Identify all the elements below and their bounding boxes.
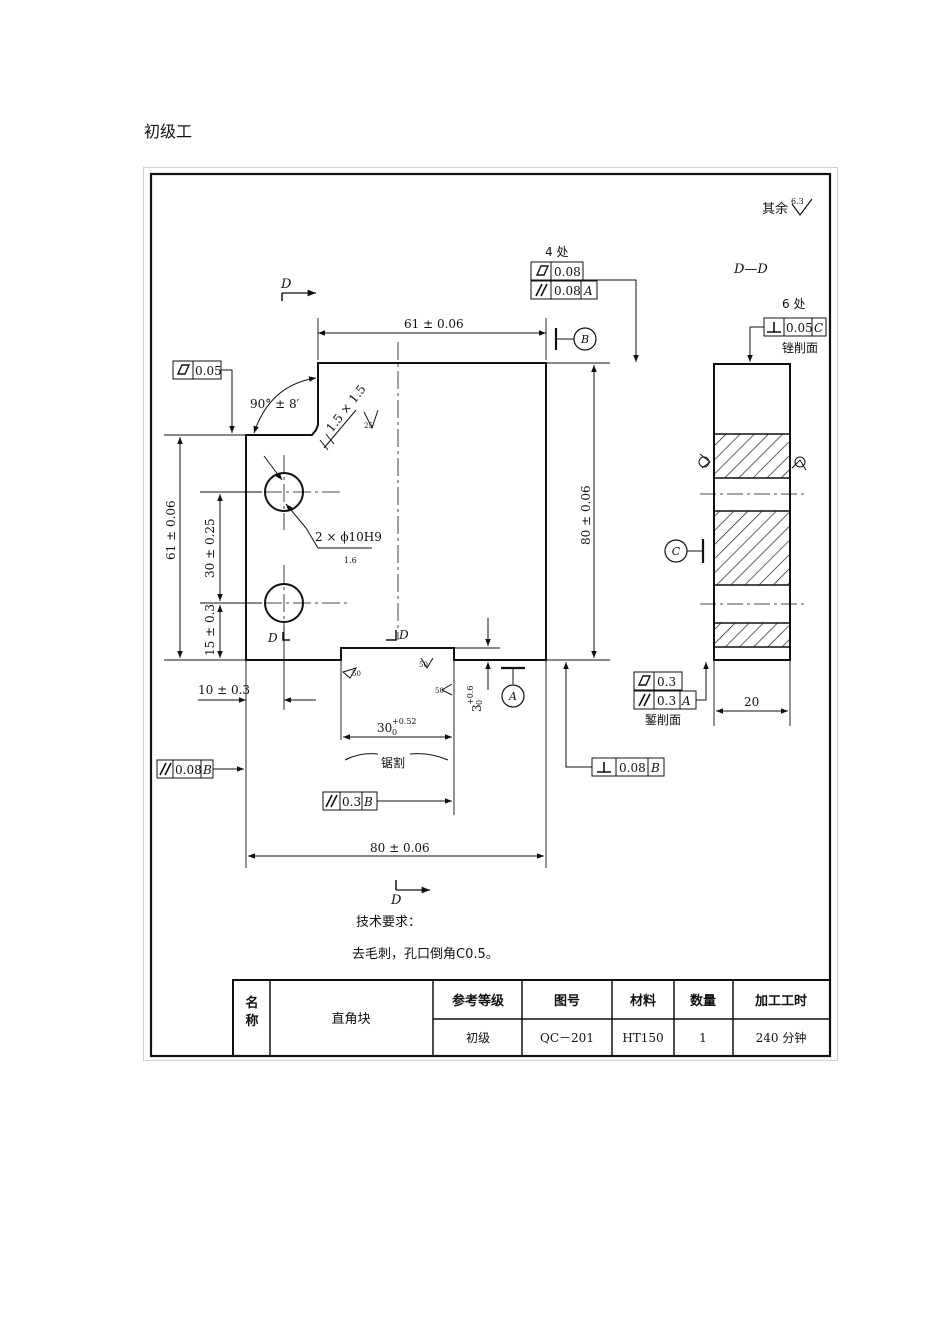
svg-text:0.05: 0.05 [786, 321, 813, 335]
parallelism-icon [535, 283, 548, 297]
fcf-parallel-left: 0.08 B [156, 759, 244, 779]
svg-text:C: C [672, 545, 681, 558]
svg-text:6.3: 6.3 [791, 197, 804, 206]
saw-note: 锯割 [381, 755, 405, 770]
dim-section-width: 20 [744, 695, 759, 709]
svg-text:0.3: 0.3 [657, 675, 676, 689]
surface-roughness-general: 其余 6.3 [762, 197, 813, 217]
dim-holes: 2 × ϕ10H9 [315, 530, 382, 544]
fcf-flat-left: 0.05 [172, 360, 235, 433]
datum-a: A [501, 666, 525, 708]
fcf-top: 4 处 0.08 0.08 A [530, 245, 639, 362]
dim-slot-width: 30 [377, 721, 392, 735]
dim-hole-spacing: 30 ± 0.25 [203, 518, 217, 578]
dim-chamfer: 1.5 × 1.5 [323, 382, 368, 435]
roughness-marks [341, 409, 453, 696]
dim-hole-rough: 1.6 [344, 556, 357, 565]
section-title: D—D [733, 262, 768, 277]
fcf-parallel-slot: 0.3 B [322, 791, 452, 811]
svg-text:B: B [202, 763, 212, 777]
title-value-drawing-no: QC－201 [540, 1031, 594, 1045]
datum-b: B [554, 327, 597, 351]
dim-hole-left: 10 ± 0.3 [198, 683, 250, 697]
page-heading: 初级工 [144, 122, 193, 141]
dim-hole-bottom: 15 ± 0.3 [203, 604, 217, 656]
title-header-drawing-no: 图号 [554, 994, 580, 1009]
svg-text:0.08: 0.08 [619, 761, 646, 775]
section-marker-bottom: D [390, 880, 430, 908]
dim-slot-width-tol: +0.52 [392, 717, 417, 726]
requirements-text: 去毛刺，孔口倒角C0.5。 [352, 947, 499, 962]
requirements-title: 技术要求： [356, 915, 421, 930]
svg-text:0.3: 0.3 [657, 694, 676, 708]
svg-text:B: B [363, 795, 373, 809]
svg-text:0.05: 0.05 [195, 364, 222, 378]
dim-bottom-width: 80 ± 0.06 [370, 841, 430, 855]
datum-c: C [664, 539, 705, 563]
dim-slot-depth-tol-low: 0 [475, 700, 484, 705]
title-block [232, 979, 831, 1057]
title-header-level: 参考等级 [452, 993, 505, 1009]
title-value-time: 240 分钟 [756, 1030, 807, 1045]
svg-text:A: A [681, 694, 691, 708]
roughness-chamfer: 25 [364, 422, 373, 430]
drawing-sheet-frame [143, 167, 838, 1061]
title-header-qty: 数量 [690, 993, 716, 1009]
svg-text:4 处: 4 处 [545, 245, 568, 259]
section-label-d-slot: D [398, 628, 409, 642]
dim-slot-depth-tol: +0.6 [466, 686, 475, 705]
svg-text:A: A [508, 690, 517, 703]
svg-text:B: B [580, 333, 589, 346]
svg-text:6 处: 6 处 [782, 297, 805, 311]
title-value-qty: 1 [699, 1031, 707, 1045]
dim-slot-width-tol-low: 0 [392, 728, 397, 737]
roughness-slot-left: 50 [352, 670, 361, 678]
title-header-material: 材料 [630, 993, 656, 1009]
svg-text:其余: 其余 [762, 201, 788, 217]
roughness-slot-right: 50 [435, 687, 444, 695]
drawing-frame [149, 172, 832, 1058]
svg-text:錾削面: 錾削面 [645, 712, 681, 727]
svg-text:D: D [280, 277, 292, 292]
title-name-label: 名称 [245, 995, 258, 1029]
perpendicularity-icon [597, 762, 611, 773]
fcf-perp-right: 0.08 B [563, 662, 665, 777]
svg-text:0.08: 0.08 [554, 284, 581, 298]
svg-text:0.08: 0.08 [175, 763, 202, 777]
title-value-level: 初级 [466, 1031, 490, 1045]
hole-lower [264, 583, 304, 623]
fcf-perp-section: 6 处 0.05 C 锉削面 [747, 297, 827, 362]
svg-text:D: D [390, 893, 402, 908]
dim-angle: 90° ± 8′ [250, 397, 300, 411]
hole-upper [264, 472, 304, 512]
svg-text:锉削面: 锉削面 [782, 340, 818, 355]
title-name: 直角块 [331, 1012, 370, 1027]
fcf-section-bottom: 0.3 0.3 A 錾削面 [633, 662, 709, 727]
roughness-slot-bottom: 50 [419, 661, 428, 669]
svg-text:B: B [650, 761, 660, 775]
dimension-lines [177, 330, 597, 859]
section-view [698, 363, 807, 726]
svg-text:C: C [814, 321, 823, 335]
extension-lines [164, 318, 610, 868]
svg-text:0.3: 0.3 [342, 795, 361, 809]
svg-text:A: A [583, 284, 593, 298]
dim-left-height: 61 ± 0.06 [164, 500, 178, 560]
title-value-material: HT150 [622, 1031, 663, 1045]
dim-top-width: 61 ± 0.06 [404, 317, 464, 331]
section-marker-top: D [280, 277, 316, 301]
dim-right-height: 80 ± 0.06 [579, 485, 593, 545]
dim-slot-depth: 3 [470, 704, 484, 712]
svg-text:0.08: 0.08 [554, 265, 581, 279]
roughness-symbol-icon [791, 198, 813, 217]
title-header-time: 加工工时 [754, 993, 807, 1009]
flatness-icon [535, 265, 550, 276]
chamfer-leader [319, 409, 357, 451]
section-label-d-left: D [267, 631, 278, 645]
